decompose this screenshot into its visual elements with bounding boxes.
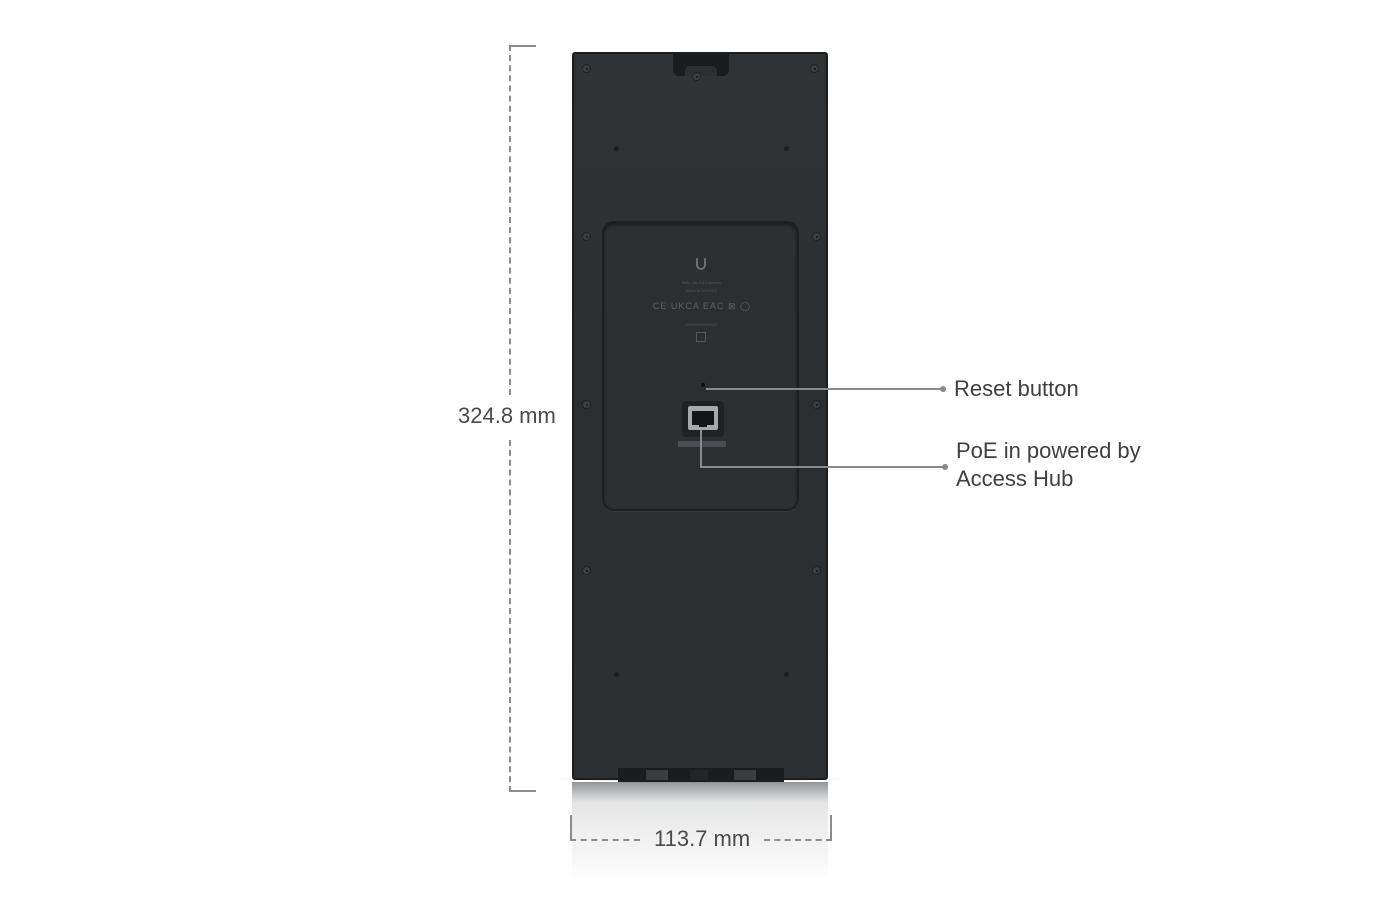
screw-icon bbox=[812, 400, 821, 409]
screw-icon bbox=[812, 232, 821, 241]
poe-label-line2: Access Hub bbox=[956, 466, 1074, 491]
rj45-jack-icon bbox=[688, 406, 718, 430]
screw-icon bbox=[810, 64, 819, 73]
width-dimension-label: 113.7 mm bbox=[654, 826, 751, 851]
clip bbox=[734, 770, 756, 780]
height-dimension-label: 324.8 mm bbox=[458, 403, 556, 428]
width-dimension-line-right bbox=[764, 839, 832, 841]
height-dimension-line-upper bbox=[509, 45, 511, 395]
product-label: M/N: UA-G3-Intercom Made in XXXXXX CE UK… bbox=[644, 258, 759, 353]
poe-label-line1: PoE in powered by bbox=[956, 438, 1141, 463]
screw-icon bbox=[582, 64, 591, 73]
mount-hole bbox=[614, 672, 619, 677]
label-certifications: CE UKCA EAC ⊠ ◯ bbox=[652, 301, 752, 311]
width-dimension-left-tick bbox=[570, 815, 572, 841]
qr-code-icon bbox=[696, 332, 706, 342]
poe-label: PoE in powered by Access Hub bbox=[956, 437, 1141, 493]
label-made-in: Made in XXXXXX bbox=[685, 288, 718, 293]
reset-button-label: Reset button bbox=[954, 376, 1079, 401]
mounting-notch bbox=[673, 54, 729, 76]
clip bbox=[646, 770, 668, 780]
screw-icon bbox=[582, 566, 591, 575]
width-dimension-line-left bbox=[570, 839, 640, 841]
mount-hole bbox=[614, 146, 619, 151]
poe-callout-vline bbox=[700, 430, 702, 468]
label-serial: XXXXXXXXXXXX bbox=[685, 322, 718, 327]
height-dimension-line-lower bbox=[509, 440, 511, 792]
screw-icon bbox=[582, 232, 591, 241]
intercom-device-rear: M/N: UA-G3-Intercom Made in XXXXXX CE UK… bbox=[572, 52, 828, 782]
device-reflection bbox=[572, 782, 828, 882]
mount-hole bbox=[784, 146, 789, 151]
bottom-mounting-rail bbox=[618, 768, 784, 782]
screw-icon bbox=[582, 400, 591, 409]
ubiquiti-logo-icon bbox=[695, 258, 708, 272]
clip bbox=[690, 770, 708, 780]
height-dimension-top-tick bbox=[509, 45, 536, 47]
ethernet-port bbox=[682, 401, 724, 437]
reset-callout-dot bbox=[940, 386, 946, 392]
screw-icon bbox=[812, 566, 821, 575]
width-dimension-right-tick bbox=[830, 815, 832, 841]
reset-callout-line bbox=[706, 388, 942, 390]
label-model: M/N: UA-G3-Intercom bbox=[682, 280, 721, 285]
mount-hole bbox=[784, 672, 789, 677]
port-label-plate bbox=[678, 441, 726, 447]
poe-callout-dot bbox=[942, 464, 948, 470]
screw-icon bbox=[692, 72, 701, 81]
reset-button-hole[interactable] bbox=[701, 383, 705, 387]
poe-callout-line bbox=[700, 466, 944, 468]
height-dimension-bottom-tick bbox=[509, 790, 536, 792]
